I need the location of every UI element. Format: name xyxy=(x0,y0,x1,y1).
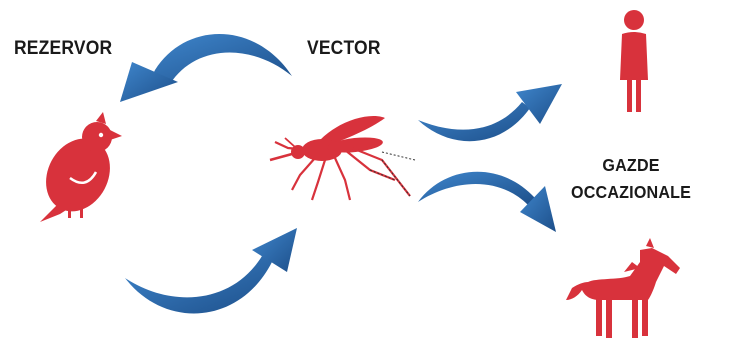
horse-icon xyxy=(566,238,680,338)
human-icon xyxy=(620,10,648,112)
reservoir-label: REZERVOR xyxy=(14,38,112,60)
bird-icon xyxy=(34,112,123,223)
hosts-label-line2: OCCAZIONALE xyxy=(571,179,691,206)
arrow-reservoir-to-vector xyxy=(125,228,297,313)
arrow-vector-to-human xyxy=(418,84,562,141)
arrow-vector-to-reservoir xyxy=(120,34,292,102)
occasional-hosts-label: GAZDE OCCAZIONALE xyxy=(571,152,691,206)
arrow-vector-to-horse xyxy=(418,172,556,232)
hosts-label-line1: GAZDE xyxy=(571,152,691,179)
mosquito-icon xyxy=(270,116,415,200)
vector-label: VECTOR xyxy=(307,38,381,60)
